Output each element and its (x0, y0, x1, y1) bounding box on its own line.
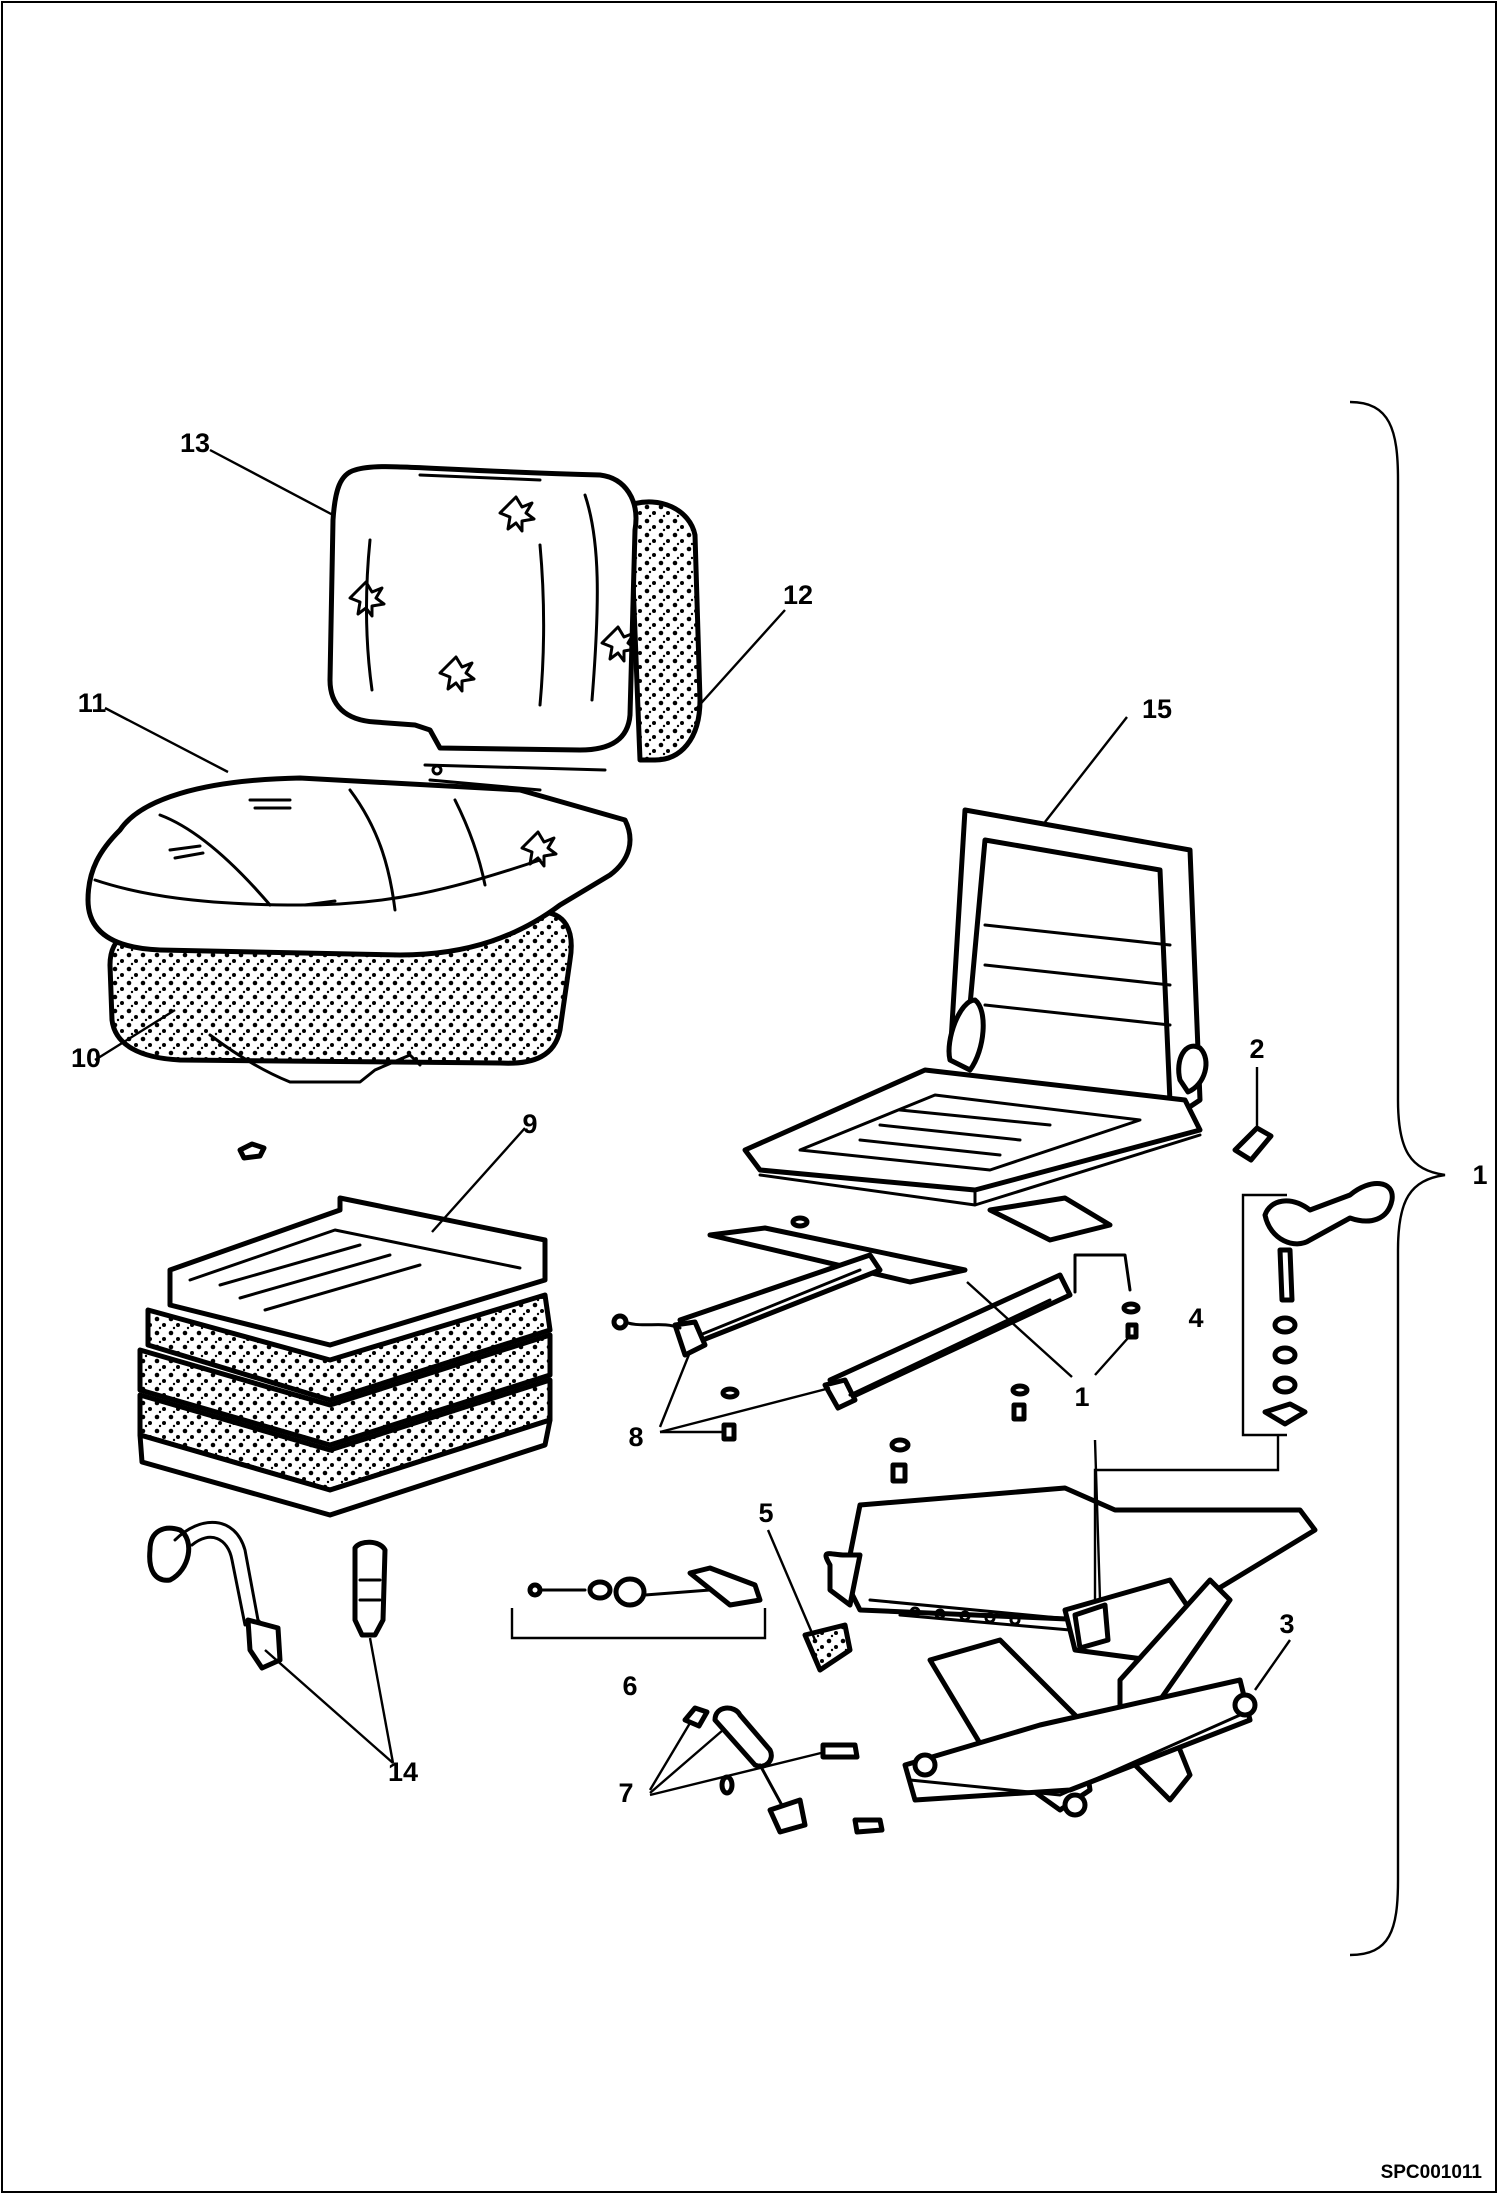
callout-14: 14 (388, 1757, 418, 1787)
bracket-6 (510, 1608, 767, 1640)
callout-10: 10 (71, 1043, 101, 1073)
drawing-code: SPC001011 (1381, 2162, 1483, 2183)
suspension-bellows (137, 1195, 553, 1518)
callout-7: 7 (618, 1778, 633, 1808)
callout-13: 13 (180, 428, 210, 458)
assembly-brace (1349, 400, 1446, 1957)
part-7-assembly (682, 1705, 885, 1835)
bracket-4 (1241, 1193, 1287, 1437)
callout-15: 15 (1142, 694, 1172, 724)
suspension-base (823, 1485, 1318, 1818)
backrest-cushion (327, 464, 703, 792)
seat-frame (742, 807, 1209, 1243)
part-6-assembly (527, 1565, 763, 1608)
part-5 (802, 1622, 853, 1673)
height-adjust-lever (1262, 1181, 1395, 1427)
callout-2: 2 (1249, 1034, 1264, 1064)
callout-4: 4 (1188, 1303, 1203, 1333)
callout-1: 1 (1472, 1160, 1487, 1190)
seat-clip (237, 1141, 267, 1161)
lever-connector (1093, 1435, 1280, 1600)
callout-6: 6 (622, 1671, 637, 1701)
callout-12: 12 (783, 580, 813, 610)
callout-3: 3 (1279, 1609, 1294, 1639)
leader-lines (94, 448, 1291, 1797)
callout-8: 8 (628, 1422, 643, 1452)
fasteners (720, 1215, 1141, 1484)
callout-5: 5 (758, 1498, 773, 1528)
slide-rails (611, 1225, 1132, 1411)
callout-11: 11 (78, 688, 107, 718)
callout-1-rail: 1 (1074, 1382, 1089, 1412)
seat-cushion-assembly (85, 775, 633, 1066)
callout-numbers: 1 1 2 3 4 5 6 7 8 9 10 11 12 13 14 15 (71, 428, 1488, 1808)
seat-rod (208, 1033, 422, 1084)
callout-9: 9 (522, 1109, 537, 1139)
knob (1232, 1125, 1274, 1163)
seat-belt (147, 1520, 388, 1671)
